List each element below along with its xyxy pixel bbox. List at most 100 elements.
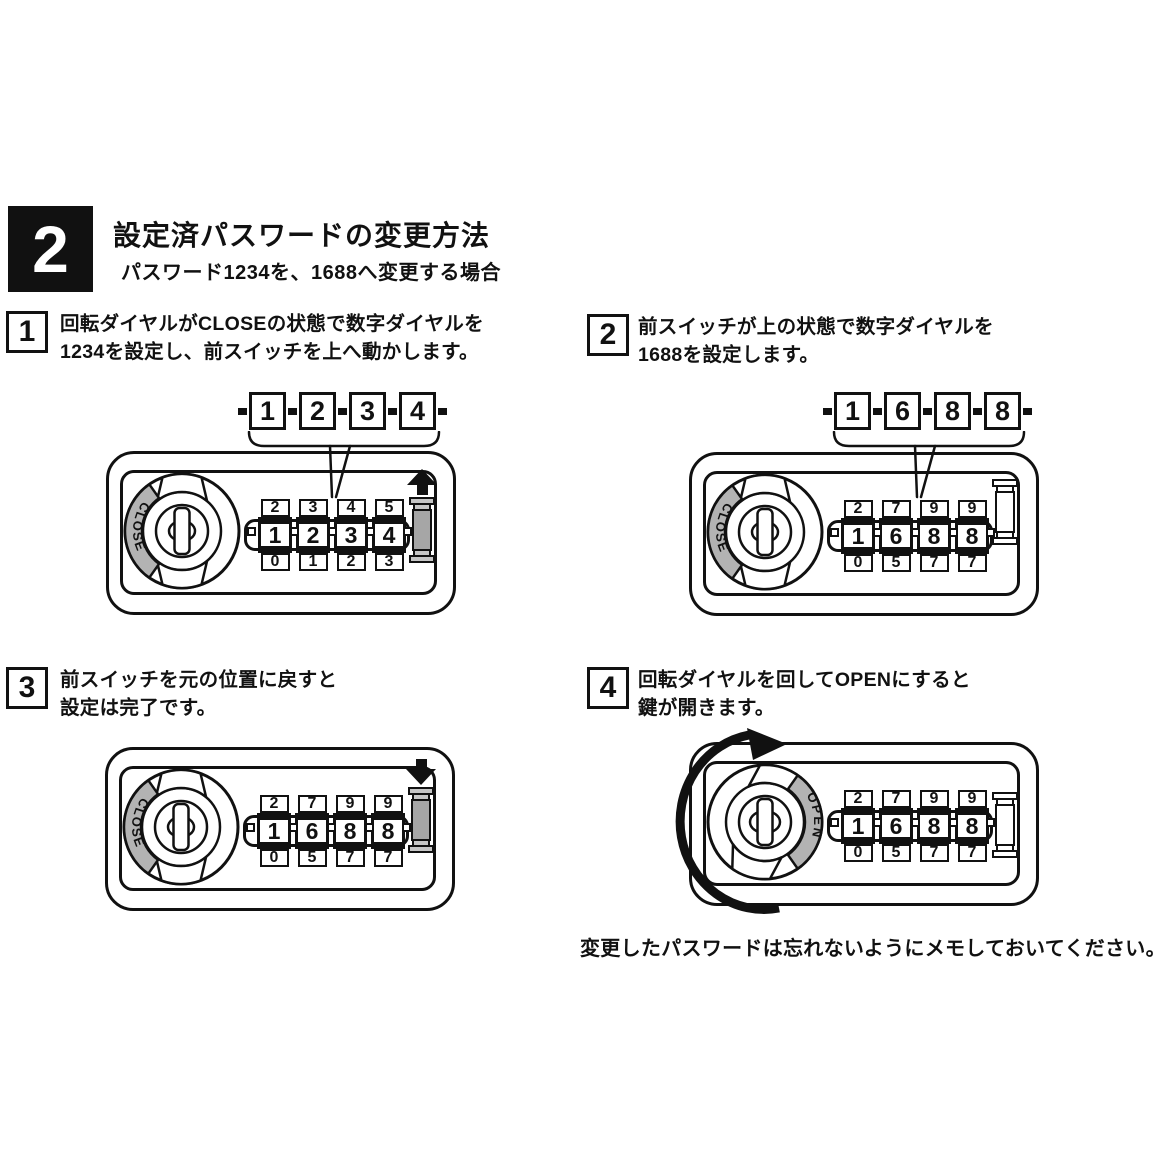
dial-digit-top: 9	[957, 790, 987, 808]
dial-separator-bar	[955, 518, 989, 522]
switch-shaft	[412, 509, 432, 551]
dial-digit-top: 2	[259, 795, 289, 813]
dial-digit-top: 9	[919, 790, 949, 808]
dial-axle-dash	[289, 823, 298, 832]
switch-shaft	[995, 491, 1015, 533]
dial-axle-dash	[366, 527, 375, 536]
digit-dials: 2 1 0 3 2 1 4 3 2 5	[258, 499, 406, 571]
dial-digit-bottom: 3	[374, 553, 404, 571]
dial-digit-selected: 1	[257, 817, 291, 845]
lock-diagram-step-4: OPEN 2 1 0 7 6	[675, 728, 1039, 914]
step-4-text: 回転ダイヤルを回してOPENにすると 鍵が開きます。	[638, 666, 971, 722]
step-3-number: 3	[6, 667, 48, 709]
callout-dash	[923, 407, 932, 415]
keyhole-bezel	[737, 504, 793, 560]
dial-separator-bar	[917, 808, 951, 812]
dial-separator-bar	[333, 845, 367, 849]
dial-digit-selected: 8	[955, 522, 989, 550]
dial-axle-dash	[402, 823, 411, 832]
dial-digit-selected: 1	[258, 521, 292, 549]
dial-digit-bottom: 0	[259, 849, 289, 867]
step-1-number: 1	[6, 311, 48, 353]
dial-column: 3 2 1	[296, 499, 330, 571]
dial-digit-selected: 8	[955, 812, 989, 840]
dial-axle-dash	[949, 528, 958, 537]
dial-separator-bar	[917, 840, 951, 844]
dial-separator-bar	[296, 549, 330, 553]
dial-digit-bottom: 7	[919, 844, 949, 862]
cam-wing-bottom	[155, 559, 209, 590]
arrow-stem	[415, 759, 427, 769]
close-position-wedge	[706, 484, 744, 580]
dial-axle-dash	[986, 528, 995, 537]
dial-column: 9 8 7	[955, 790, 989, 862]
callout-digit: 4	[399, 392, 436, 430]
dial-digit-top: 5	[374, 499, 404, 517]
svg-text:CLOSE: CLOSE	[713, 500, 736, 555]
dial-digit-bottom: 5	[881, 554, 911, 572]
dial-digit-top: 7	[297, 795, 327, 813]
rotary-dial-label: CLOSE	[130, 499, 151, 554]
step-3-line-2: 設定は完了です。	[60, 697, 217, 719]
rotary-dial-label: CLOSE	[129, 795, 150, 850]
dial-column: 9 8 7	[917, 790, 951, 862]
step-3-line-1: 前スイッチを元の位置に戻すと	[60, 669, 338, 691]
dial-column: 9 8 7	[955, 500, 989, 572]
open-position-wedge	[786, 774, 824, 870]
dial-digit-bottom: 0	[843, 554, 873, 572]
keyhole-slot	[173, 506, 191, 556]
dial-separator-bar	[334, 549, 368, 553]
callout-dash	[973, 407, 982, 415]
step-1-line-2: 1234を設定し、前スイッチを上へ動かします。	[60, 341, 479, 363]
switch-cap-top	[992, 792, 1018, 800]
callout-digit: 1	[834, 392, 871, 430]
dial-digit-selected: 8	[917, 522, 951, 550]
cam-wing-bottom	[731, 843, 783, 881]
dial-column: 2 1 0	[257, 795, 291, 867]
keyhole-slot	[172, 802, 190, 852]
dial-separator-bar	[879, 808, 913, 812]
dial-digit-top: 9	[957, 500, 987, 518]
front-switch	[409, 497, 435, 563]
switch-cap-top	[408, 787, 434, 795]
dial-separator-bar	[955, 550, 989, 554]
callout-dash	[338, 407, 347, 415]
step-2-line-1: 前スイッチが上の状態で数字ダイヤルを	[638, 316, 994, 338]
dial-separator-bar	[371, 813, 405, 817]
dial-separator-bar	[917, 550, 951, 554]
dial-digit-selected: 1	[841, 522, 875, 550]
dial-digit-top: 3	[298, 499, 328, 517]
footer-note: 変更したパスワードは忘れないようにメモしておいてください。	[580, 938, 1165, 960]
page-subtitle: パスワード1234を、1688へ変更する場合	[121, 262, 501, 284]
rotary-dial: CLOSE	[122, 768, 240, 886]
dial-axle-dash	[290, 527, 299, 536]
rotation-arrow-head	[747, 728, 787, 760]
dial-digit-top: 9	[335, 795, 365, 813]
switch-up-arrow	[407, 469, 437, 495]
dial-axle-dash	[327, 823, 336, 832]
switch-cap-bottom	[408, 845, 434, 853]
dial-digit-top: 2	[843, 790, 873, 808]
dial-digit-selected: 8	[333, 817, 367, 845]
dial-axle-dash	[403, 527, 412, 536]
front-switch	[408, 787, 434, 853]
dial-axle-dash	[873, 528, 882, 537]
step-1-text: 回転ダイヤルがCLOSEの状態で数字ダイヤルを 1234を設定し、前スイッチを上…	[60, 310, 484, 366]
svg-text:CLOSE: CLOSE	[129, 795, 152, 850]
dial-axle-dash	[830, 818, 839, 827]
dial-separator-bar	[372, 549, 406, 553]
dial-column: 7 6 5	[879, 790, 913, 862]
switch-cap-top	[992, 479, 1018, 487]
cam-wing-top	[155, 472, 209, 503]
dial-digit-selected: 8	[371, 817, 405, 845]
dial-digit-bottom: 7	[335, 849, 365, 867]
switch-cap-top	[409, 497, 435, 505]
dial-separator-bar	[258, 517, 292, 521]
callout-digit: 6	[884, 392, 921, 430]
dial-axle-dash	[986, 818, 995, 827]
dial-separator-bar	[879, 518, 913, 522]
callout-dash	[438, 407, 447, 415]
dial-digit-bottom: 1	[298, 553, 328, 571]
dial-column: 4 3 2	[334, 499, 368, 571]
